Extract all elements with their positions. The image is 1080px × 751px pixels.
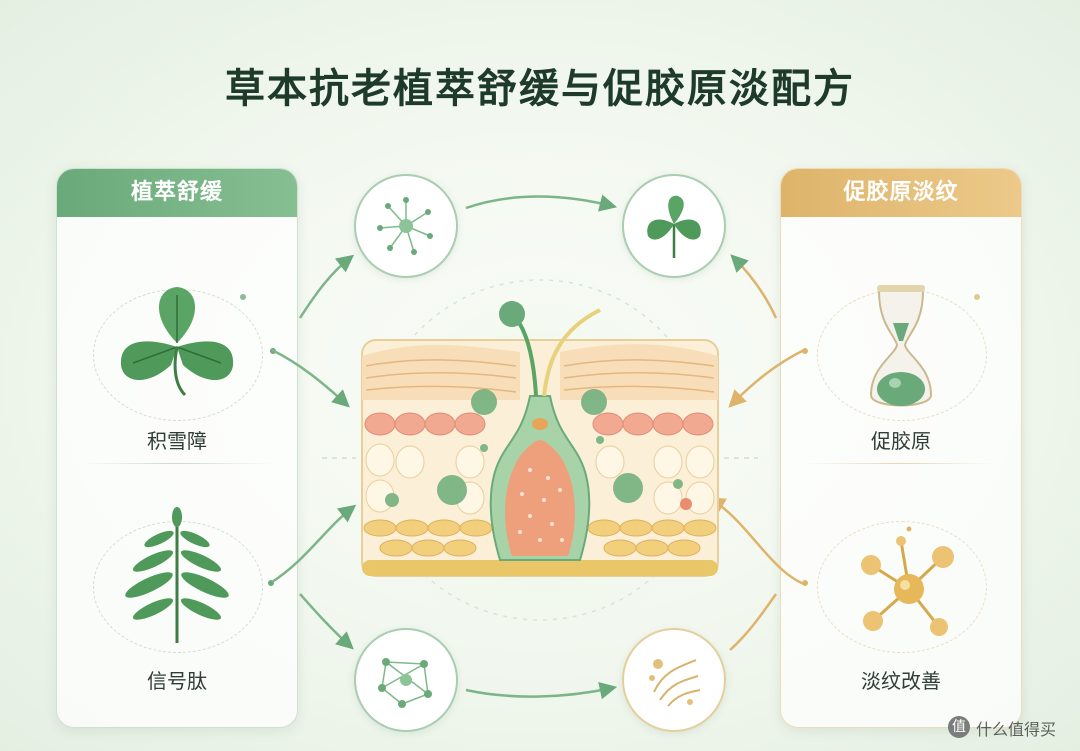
- collagen-panel-heading: 促胶原淡纹: [781, 169, 1021, 217]
- parsley-icon: [647, 195, 701, 258]
- centella-leaf-icon: [120, 287, 276, 397]
- watermark-logo-icon: 值: [948, 716, 970, 738]
- herb-bubble: [622, 174, 726, 278]
- page-title: 草本抗老植萃舒缓与促胶原淡配方: [225, 65, 855, 112]
- wrinkle-label: 淡纹改善: [861, 669, 941, 693]
- collagen-panel: 促胶原淡纹 促胶原: [780, 168, 1022, 728]
- swirl-icon: [649, 659, 701, 707]
- peptide-network-bubble: [354, 628, 458, 732]
- hourglass-icon: [802, 285, 980, 407]
- left-divider: [81, 463, 273, 464]
- peptide-label: 信号肽: [147, 669, 207, 693]
- centella-label: 积雪障: [147, 429, 207, 453]
- network-icon: [378, 658, 432, 708]
- soothing-particle-bubble: [354, 174, 458, 278]
- right-divider: [805, 463, 997, 464]
- wrinkle-ring: [817, 521, 987, 653]
- particle-burst-icon: [377, 197, 433, 255]
- smoothing-bubble: [622, 628, 726, 732]
- flow-arrows: [271, 194, 805, 700]
- skin-block: [361, 301, 719, 577]
- soothing-panel-heading: 植萃舒缓: [57, 169, 297, 217]
- watermark-text: 什么值得买: [976, 720, 1057, 739]
- soothing-panel: 植萃舒缓 积雪障: [56, 168, 298, 728]
- collagen-label: 促胶原: [871, 429, 931, 453]
- peptide-fern-icon: [125, 507, 274, 643]
